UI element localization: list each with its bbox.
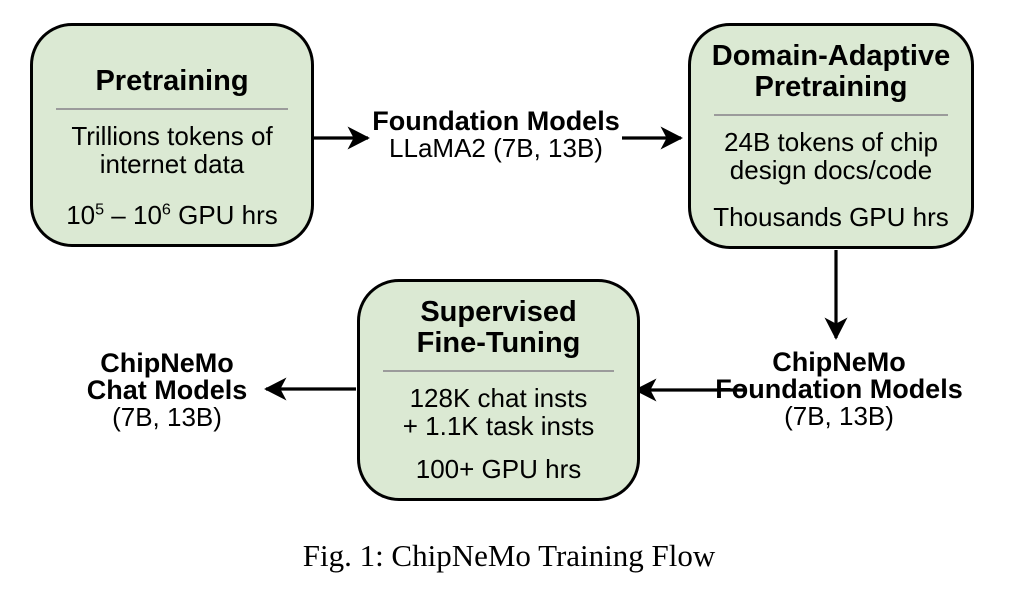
label-foundation-models: Foundation Models LLaMA2 (7B, 13B) [355, 108, 637, 162]
body-line: design docs/code [729, 155, 933, 185]
body-line: 128K chat insts [409, 383, 588, 413]
footer-text: – 10 [104, 200, 162, 230]
superscript: 5 [95, 200, 105, 219]
box-dapt-title: Domain-Adaptive Pretraining [712, 41, 950, 103]
superscript: 6 [161, 200, 171, 219]
figure-caption: Fig. 1: ChipNeMo Training Flow [302, 538, 716, 573]
body-line: 24B tokens of chip [724, 127, 938, 157]
box-domain-adaptive-pretraining: Domain-Adaptive Pretraining 24B tokens o… [688, 23, 974, 249]
divider [383, 370, 614, 372]
box-supervised-fine-tuning: Supervised Fine-Tuning 128K chat insts +… [357, 279, 640, 501]
body-line: + 1.1K task insts [402, 411, 595, 441]
body-line: Trillions tokens of [71, 121, 273, 151]
label-bold-line: ChipNeMo [100, 348, 234, 378]
label-chipnemo-chat-models: ChipNeMo Chat Models (7B, 13B) [45, 350, 289, 431]
footer-text: 10 [66, 200, 96, 230]
box-title-line: Pretraining [754, 71, 908, 103]
divider [56, 108, 288, 110]
body-line: internet data [99, 149, 245, 179]
box-dapt-body: 24B tokens of chip design docs/code [724, 128, 938, 184]
box-title-line: Fine-Tuning [416, 327, 581, 359]
box-title-line: Pretraining [95, 65, 249, 97]
box-sft-body: 128K chat insts + 1.1K task insts [403, 384, 594, 440]
label-bold-line: ChipNeMo [772, 347, 906, 377]
box-pretraining-footer: 105 – 106 GPU hrs [66, 201, 278, 229]
box-title-line: Domain-Adaptive [711, 40, 951, 72]
label-regular-line: (7B, 13B) [784, 401, 894, 431]
label-chipnemo-foundation-models: ChipNeMo Foundation Models (7B, 13B) [698, 349, 980, 430]
box-pretraining-body: Trillions tokens of internet data [71, 122, 272, 178]
label-bold-line: Chat Models [86, 375, 248, 405]
box-title-line: Supervised [420, 296, 577, 328]
divider [714, 114, 948, 116]
box-sft-footer: 100+ GPU hrs [415, 454, 582, 484]
label-regular-line: (7B, 13B) [112, 402, 222, 432]
box-sft-title: Supervised Fine-Tuning [417, 297, 581, 359]
box-dapt-footer: Thousands GPU hrs [713, 202, 949, 232]
label-regular-line: LLaMA2 (7B, 13B) [389, 133, 603, 163]
label-bold-line: Foundation Models [715, 374, 963, 404]
label-bold-line: Foundation Models [372, 106, 620, 136]
box-pretraining: Pretraining Trillions tokens of internet… [30, 23, 314, 247]
box-pretraining-title: Pretraining [95, 66, 248, 97]
footer-text: GPU hrs [170, 200, 278, 230]
